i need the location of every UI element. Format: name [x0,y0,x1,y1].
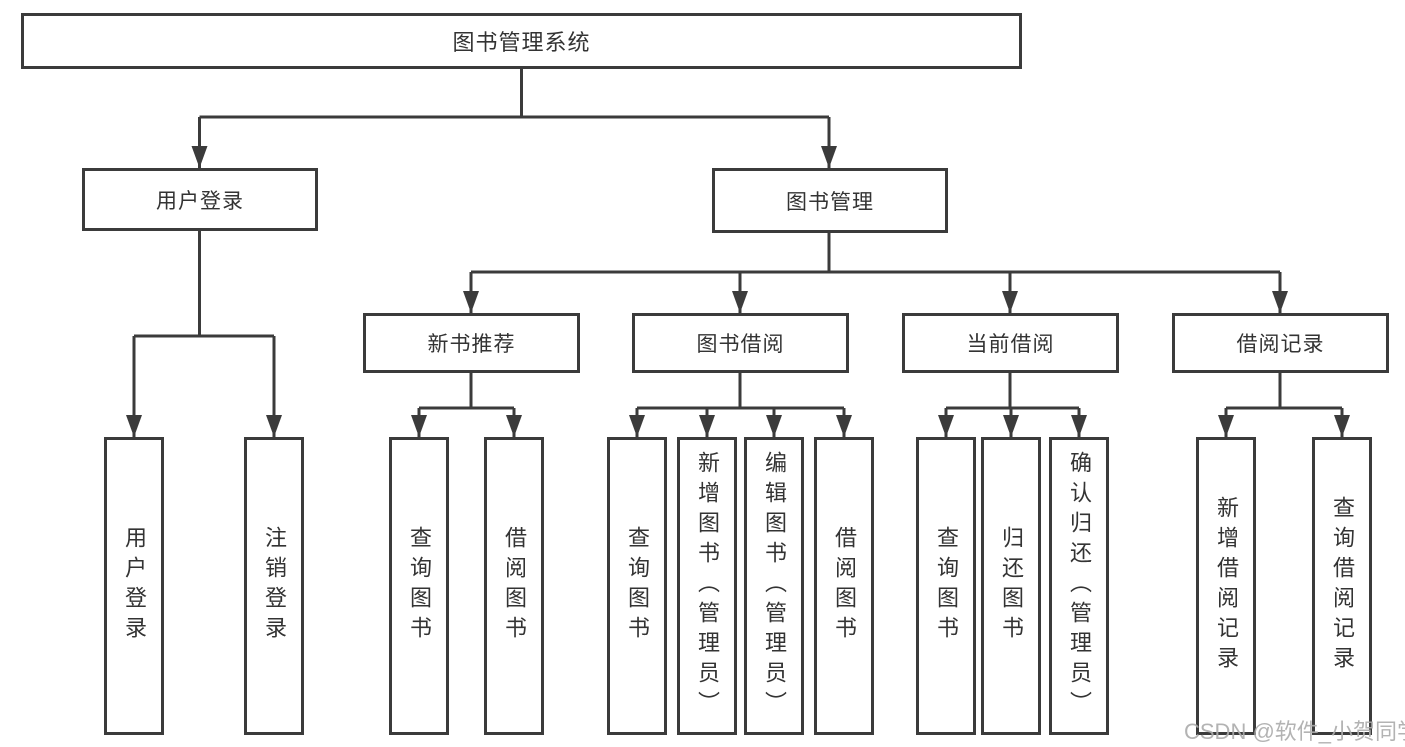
node-book-borrow-label: 图书借阅 [696,333,785,356]
leaf-user-login-label: 用户登录 [122,526,147,646]
node-current-borrow-label: 当前借阅 [966,333,1055,356]
leaf-logout-label: 注销登录 [262,526,287,646]
leaf-borrow-books-recommend-label: 借阅图书 [502,526,527,646]
node-book-management-label: 图书管理 [786,190,874,214]
leaf-edit-book-admin-label: 编辑图书（管理员） [762,451,787,721]
leaf-user-login: 用户登录 [104,437,164,735]
node-current-borrow: 当前借阅 [902,313,1119,373]
leaf-add-borrow-record: 新增借阅记录 [1196,437,1256,735]
leaf-edit-book-admin: 编辑图书（管理员） [744,437,804,735]
leaf-query-borrow-record-label: 查询借阅记录 [1330,496,1355,676]
leaf-confirm-return-admin: 确认归还（管理员） [1049,437,1109,735]
node-user-login-label: 用户登录 [156,189,244,213]
leaf-borrow-books-label: 借阅图书 [832,526,857,646]
leaf-add-book-admin: 新增图书（管理员） [677,437,737,735]
leaf-return-book-label: 归还图书 [999,526,1024,646]
leaf-borrow-books-recommend: 借阅图书 [484,437,544,735]
node-borrow-records: 借阅记录 [1172,313,1389,373]
node-book-borrow: 图书借阅 [632,313,849,373]
leaf-logout: 注销登录 [244,437,304,735]
node-book-management: 图书管理 [712,168,948,233]
leaf-query-books-borrow: 查询图书 [607,437,667,735]
csdn-watermark: CSDN @软件_小贺同学 [1184,719,1405,744]
leaf-query-books-current-label: 查询图书 [934,526,959,646]
node-new-book-recommend-label: 新书推荐 [427,333,516,356]
leaf-query-books-current: 查询图书 [916,437,976,735]
node-root: 图书管理系统 [21,13,1022,69]
leaf-query-books-recommend: 查询图书 [389,437,449,735]
leaf-add-borrow-record-label: 新增借阅记录 [1214,496,1239,676]
leaf-add-book-admin-label: 新增图书（管理员） [695,451,720,721]
node-root-label: 图书管理系统 [452,30,591,55]
leaf-return-book: 归还图书 [981,437,1041,735]
leaf-query-books-recommend-label: 查询图书 [407,526,432,646]
node-new-book-recommend: 新书推荐 [363,313,580,373]
leaf-query-books-borrow-label: 查询图书 [625,526,650,646]
leaf-borrow-books: 借阅图书 [814,437,874,735]
leaf-query-borrow-record: 查询借阅记录 [1312,437,1372,735]
leaf-confirm-return-admin-label: 确认归还（管理员） [1067,451,1092,721]
node-borrow-records-label: 借阅记录 [1236,333,1325,356]
node-user-login: 用户登录 [82,168,318,231]
